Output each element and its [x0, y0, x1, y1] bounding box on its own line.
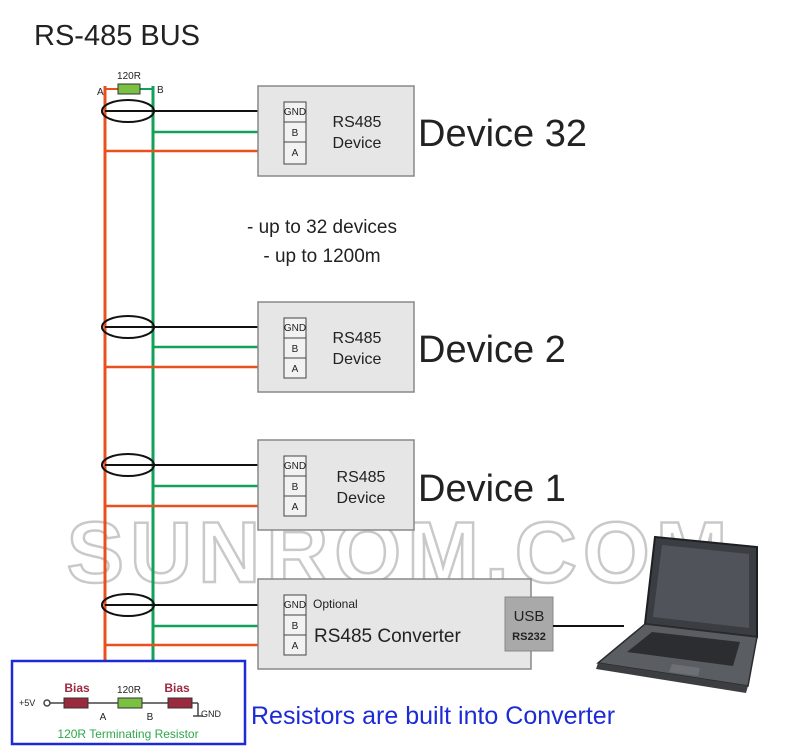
shield-loop	[101, 453, 155, 477]
pin-b: B	[292, 621, 299, 632]
box-label-line2: Device	[337, 490, 386, 507]
shield-loop	[101, 99, 155, 123]
pin-gnd: GND	[284, 600, 306, 611]
laptop-image	[596, 535, 758, 693]
usb-label: USB	[514, 608, 545, 625]
box-label-line1: RS485	[333, 114, 382, 131]
device-2: GND B A RS485 Device Device 2	[101, 301, 566, 393]
pin-gnd: GND	[284, 323, 306, 334]
box-label-line2: Device	[333, 135, 382, 152]
pin-a: A	[292, 641, 299, 652]
top-resistor	[117, 83, 141, 95]
pin-a: A	[292, 364, 299, 375]
top-resistor-label: 120R	[117, 71, 141, 82]
device-name: Device 1	[418, 468, 566, 510]
resistor-120r-label: 120R	[117, 685, 141, 696]
converter-note: Resistors are built into Converter	[251, 702, 615, 730]
term-a-label: A	[100, 712, 107, 723]
bias-resistor-left	[63, 697, 89, 709]
bus-a-label: A	[97, 87, 104, 98]
shield-loop	[101, 593, 155, 617]
note-length: - up to 1200m	[263, 246, 380, 267]
pin-b: B	[292, 482, 299, 493]
box-label-line2: Device	[333, 351, 382, 368]
bias-right-label: Bias	[164, 681, 190, 695]
bus-b-label: B	[157, 85, 164, 96]
device-box	[257, 85, 415, 177]
termination-box: Bias Bias 120R +5V GND A B 120R Terminat…	[10, 659, 247, 746]
pin-a: A	[292, 502, 299, 513]
device-32: GND B A RS485 Device Device 32	[101, 85, 587, 177]
pin-gnd: GND	[284, 461, 306, 472]
box-label-line1: RS485	[337, 469, 386, 486]
device-name: Device 2	[418, 329, 566, 371]
converter-name: RS485 Converter	[314, 626, 461, 647]
usb-port-block	[504, 596, 554, 652]
shield-loop	[101, 315, 155, 339]
device-1: GND B A RS485 Device Device 1	[101, 439, 566, 531]
pin-b: B	[292, 128, 299, 139]
termination-caption: 120R Terminating Resistor	[57, 727, 198, 741]
diagram-title: RS-485 BUS	[34, 20, 200, 52]
gnd-label: GND	[201, 709, 222, 719]
plus5v-label: +5V	[19, 698, 35, 708]
rs485-converter: GND B A Optional RS485 Converter USB RS2…	[101, 578, 624, 670]
box-label-line1: RS485	[333, 330, 382, 347]
terminating-resistor	[117, 697, 143, 709]
term-b-label: B	[147, 712, 154, 723]
pin-gnd: GND	[284, 107, 306, 118]
note-devices: - up to 32 devices	[247, 217, 397, 238]
pin-b: B	[292, 344, 299, 355]
bias-left-label: Bias	[64, 681, 90, 695]
pin-a: A	[292, 148, 299, 159]
rs232-label: RS232	[512, 631, 546, 643]
bias-resistor-right	[167, 697, 193, 709]
device-box	[257, 301, 415, 393]
optional-label: Optional	[313, 597, 358, 611]
device-name: Device 32	[418, 113, 587, 155]
